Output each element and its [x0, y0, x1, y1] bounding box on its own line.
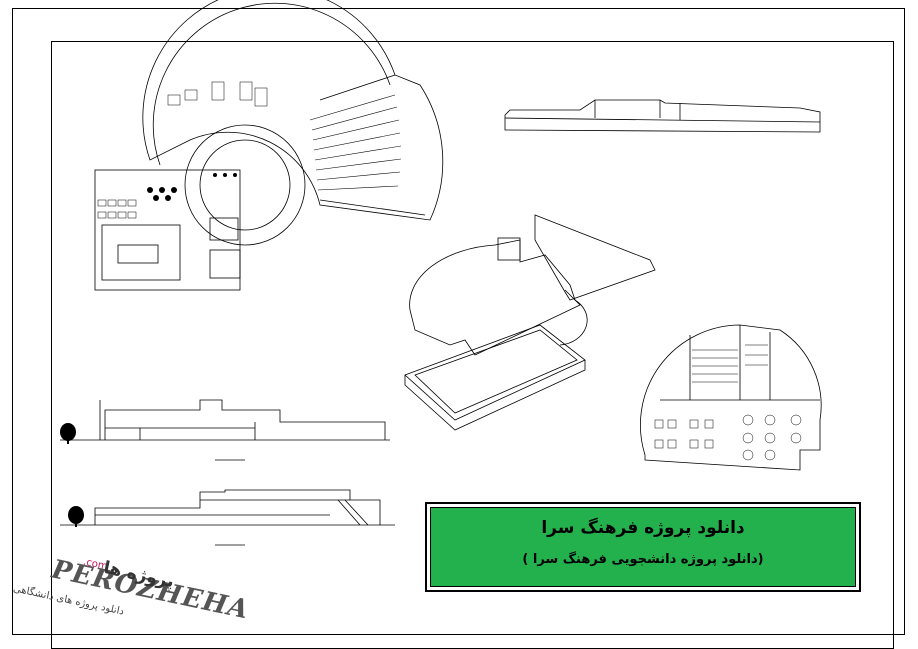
floor-plan-1 — [94, 0, 444, 291]
floor-plan-2 — [640, 324, 822, 471]
tree-symbols — [60, 423, 84, 527]
sub-title: (دانلود پروژه دانشجویی فرهنگ سرا ) — [522, 552, 764, 567]
elevation-2 — [60, 489, 395, 546]
title-panel: دانلود پروژه فرهنگ سرا (دانلود پروژه دان… — [430, 507, 856, 587]
isometric-view — [404, 214, 656, 431]
perspective-view — [504, 99, 821, 133]
title-block: دانلود پروژه فرهنگ سرا (دانلود پروژه دان… — [425, 502, 861, 592]
main-title: دانلود پروژه فرهنگ سرا — [541, 518, 745, 538]
elevation-1 — [60, 399, 390, 461]
